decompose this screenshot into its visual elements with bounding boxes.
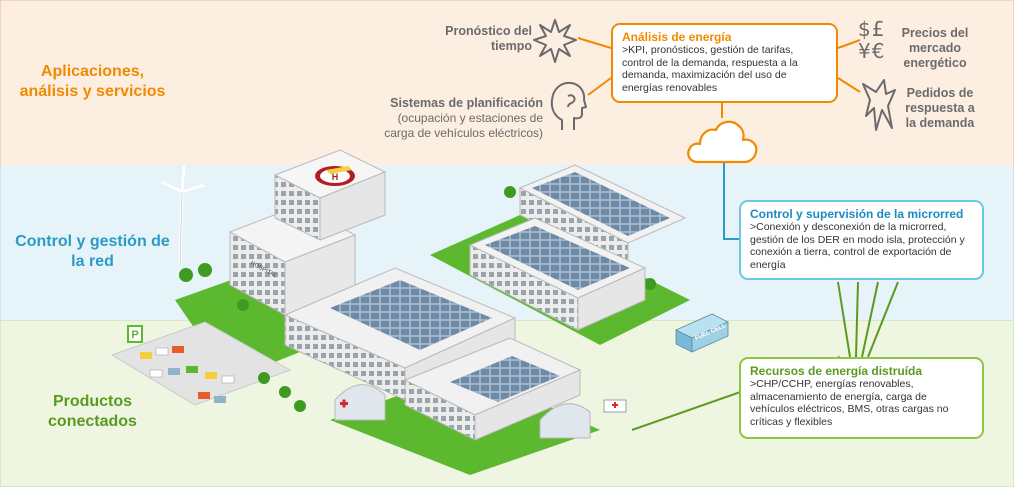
energy-analysis-title: Análisis de energía xyxy=(622,30,732,44)
microgrid-control-box: Control y supervisión de la microrred >C… xyxy=(739,200,984,280)
layer-title-grid-control: Control y gestión de la red xyxy=(15,233,170,270)
parked-cars xyxy=(140,346,235,403)
parking-sign xyxy=(127,325,143,343)
parking-lot xyxy=(110,321,292,406)
cloud-icon xyxy=(687,120,758,164)
distributed-resources-body: >CHP/CCHP, energías renovables, almacena… xyxy=(750,378,949,428)
helipad-mark: H xyxy=(332,172,339,182)
layer-title-applications: Aplicaciones, análisis y servicios xyxy=(19,63,166,100)
planning-label: Sistemas de planificación (ocupación y e… xyxy=(384,96,543,140)
lightning-icon xyxy=(862,79,896,131)
sun-icon xyxy=(533,19,577,63)
demand-label: Pedidos de respuesta a la demanda xyxy=(905,86,975,130)
fuel-cell-unit: FUEL CELL xyxy=(675,313,729,353)
energy-analysis-box: Análisis de energía >KPI, pronósticos, g… xyxy=(611,23,838,103)
distributed-resources-title: Recursos de energía distruída xyxy=(750,364,923,378)
microgrid-control-body: >Conexión y desconexión de la microrred,… xyxy=(750,221,965,271)
head-icon xyxy=(550,81,587,130)
layer-title-products: Productos conectados xyxy=(48,393,137,430)
entrance-canopy-left xyxy=(334,384,386,421)
wind-turbine xyxy=(161,165,205,266)
entrance-canopy-right xyxy=(539,403,591,439)
parking-mark: P xyxy=(131,329,138,341)
ambulance xyxy=(603,399,627,413)
hospital-campus-illustration: P HOSPITAL H xyxy=(110,149,729,475)
microgrid-control-title: Control y supervisión de la microrred xyxy=(750,207,964,221)
weather-label: Pronóstico del tiempo xyxy=(445,24,532,53)
currency-icon: $£¥€ xyxy=(858,17,886,63)
energy-analysis-body: >KPI, pronósticos, gestión de tarifas, c… xyxy=(622,44,798,94)
distributed-resources-box: Recursos de energía distruída >CHP/CCHP,… xyxy=(739,357,984,439)
helicopter xyxy=(326,166,352,174)
market-label: Precios del mercado energético xyxy=(901,26,969,70)
